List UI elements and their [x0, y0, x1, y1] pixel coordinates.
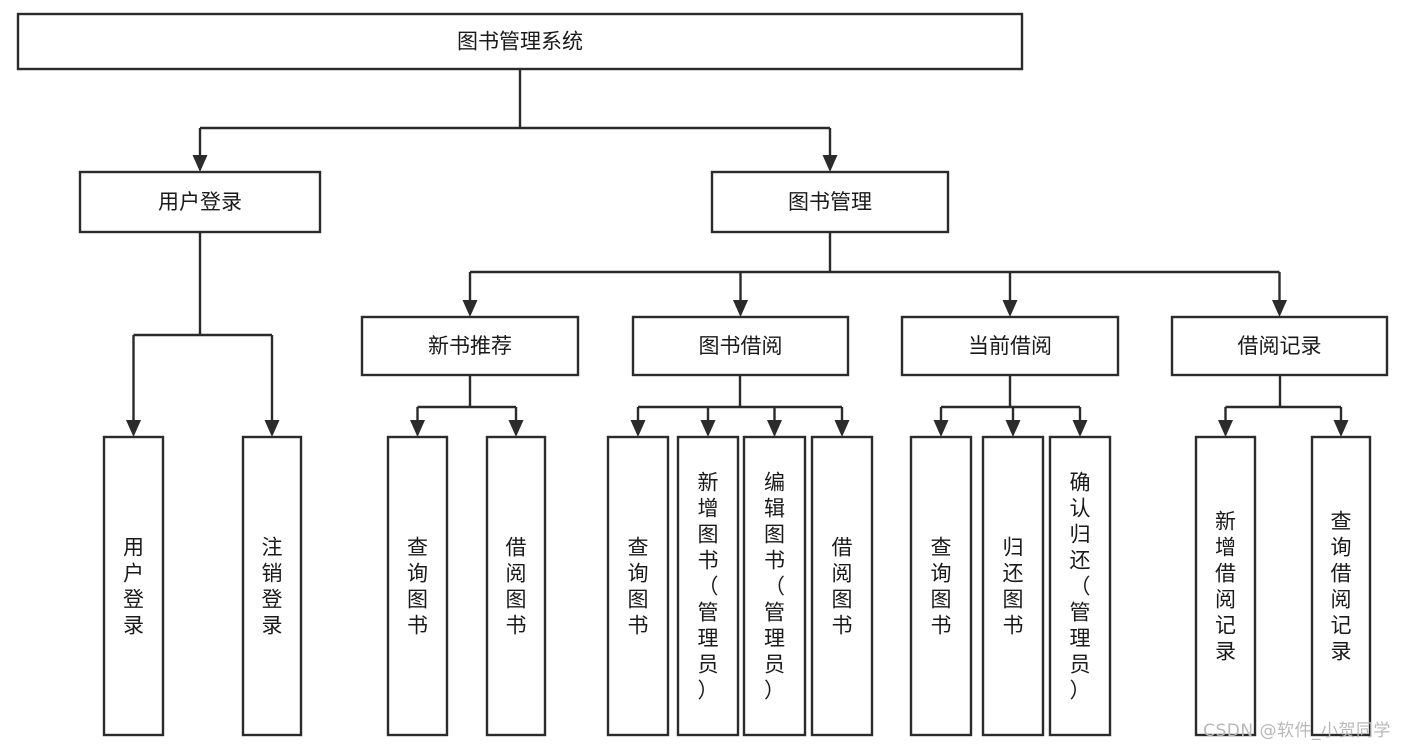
- node-box: [742, 435, 807, 737]
- node-label: 用户登录: [123, 535, 144, 637]
- node-l4_b_lend[interactable]: 借阅图书: [810, 435, 874, 737]
- node-box: [631, 315, 850, 377]
- node-l3_record[interactable]: 借阅记录: [1170, 315, 1389, 377]
- node-l4_new_borrow[interactable]: 借阅图书: [485, 435, 547, 737]
- node-label: 借阅图书: [506, 535, 527, 637]
- node-box: [909, 435, 973, 737]
- node-l4_c_confirm[interactable]: 确认归还（管理员）: [1048, 435, 1112, 737]
- connector-root: [192, 69, 838, 172]
- node-box: [1194, 435, 1257, 737]
- node-box: [360, 315, 580, 377]
- connector-l2_book: [462, 232, 1287, 317]
- node-box: [78, 170, 322, 234]
- node-label: 借阅图书: [832, 535, 853, 637]
- node-l3_current[interactable]: 当前借阅: [900, 315, 1120, 377]
- node-l4_c_query[interactable]: 查询图书: [909, 435, 973, 737]
- node-l4_r_add[interactable]: 新增借阅记录: [1194, 435, 1257, 737]
- node-label: 当前借阅: [968, 334, 1052, 358]
- node-label: 查询图书: [931, 535, 952, 637]
- node-root[interactable]: 图书管理系统: [16, 12, 1024, 71]
- node-label: 编辑图书（管理员）: [764, 470, 785, 702]
- node-box: [241, 435, 303, 737]
- node-label: 用户登录: [158, 190, 242, 214]
- node-l4_r_query[interactable]: 查询借阅记录: [1310, 435, 1372, 737]
- node-label: 确认归还（管理员）: [1070, 470, 1091, 702]
- node-l4_c_return[interactable]: 归还图书: [981, 435, 1045, 737]
- node-label: 图书管理系统: [457, 30, 583, 54]
- node-l4_user_login[interactable]: 用户登录: [102, 435, 165, 737]
- node-label: 新增借阅记录: [1215, 509, 1236, 663]
- node-l2_book[interactable]: 图书管理: [710, 170, 950, 234]
- node-label: 新书推荐: [428, 334, 512, 358]
- node-l2_user[interactable]: 用户登录: [78, 170, 322, 234]
- node-label: 新增图书（管理员）: [698, 470, 719, 702]
- node-layer: 图书管理系统用户登录图书管理新书推荐图书借阅当前借阅借阅记录用户登录注销登录查询…: [16, 12, 1389, 737]
- node-box: [810, 435, 874, 737]
- node-box: [1310, 435, 1372, 737]
- connector-l3_new: [410, 375, 524, 437]
- node-l4_user_logout[interactable]: 注销登录: [241, 435, 303, 737]
- node-box: [386, 435, 449, 737]
- node-box: [1170, 315, 1389, 377]
- node-box: [981, 435, 1045, 737]
- connector-l3_record: [1218, 375, 1349, 437]
- node-l3_borrow[interactable]: 图书借阅: [631, 315, 850, 377]
- node-box: [900, 315, 1120, 377]
- connector-l3_current: [933, 375, 1088, 437]
- node-box: [485, 435, 547, 737]
- node-l4_b_add[interactable]: 新增图书（管理员）: [676, 435, 740, 737]
- node-l4_new_query[interactable]: 查询图书: [386, 435, 449, 737]
- node-label: 图书管理: [788, 190, 872, 214]
- csdn-watermark: CSDN @软件_小贺同学: [1203, 721, 1391, 741]
- node-label: 查询图书: [407, 535, 428, 637]
- node-label: 图书借阅: [699, 334, 783, 358]
- node-box: [1048, 435, 1112, 737]
- node-l4_b_query[interactable]: 查询图书: [606, 435, 670, 737]
- node-l4_b_edit[interactable]: 编辑图书（管理员）: [742, 435, 807, 737]
- node-box: [16, 12, 1024, 71]
- node-box: [102, 435, 165, 737]
- node-label: 借阅记录: [1238, 334, 1322, 358]
- node-label: 注销登录: [262, 535, 283, 637]
- node-box: [606, 435, 670, 737]
- node-label: 归还图书: [1003, 535, 1024, 637]
- node-label: 查询借阅记录: [1331, 509, 1352, 663]
- node-l3_new[interactable]: 新书推荐: [360, 315, 580, 377]
- connector-l3_borrow: [630, 375, 850, 437]
- node-label: 查询图书: [628, 535, 649, 637]
- node-box: [676, 435, 740, 737]
- node-box: [710, 170, 950, 234]
- connector-l2_user: [126, 232, 280, 437]
- connector-layer: [126, 69, 1349, 437]
